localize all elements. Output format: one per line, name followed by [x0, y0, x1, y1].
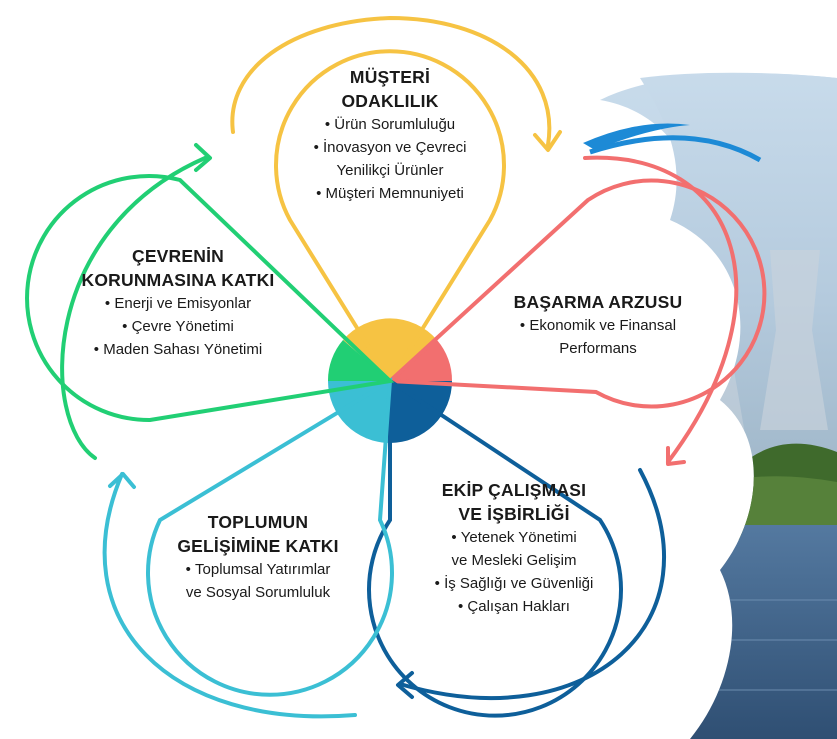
petal-customer-item: Müşteri Memnuniyeti [314, 182, 467, 205]
arrow-arc-customer [230, 15, 552, 147]
petal-customer-item-continued: Yenilikçi Ürünler [336, 162, 444, 179]
petal-environment-item: Çevre Yönetimi [82, 315, 275, 338]
petal-achievement-item-continued: Performans [559, 340, 637, 357]
petal-society [146, 377, 394, 697]
arrow-arc-team [398, 468, 667, 701]
petal-society-item: Toplumsal Yatırımlar [177, 558, 338, 581]
petal-society-title-line1: TOPLUMUN [207, 512, 309, 532]
petal-environment-title-line1: ÇEVRENİN [131, 246, 225, 266]
petal-team-item: İş Sağlığı ve Güvenliği [435, 572, 593, 595]
petal-environment-text: ÇEVRENİN KORUNMASINA KATKI Enerji ve Emi… [82, 244, 275, 361]
petal-environment [25, 174, 395, 423]
petal-society-text: TOPLUMUN GELİŞİMİNE KATKI Toplumsal Yatı… [177, 510, 338, 604]
arrow-arc-achievement [583, 155, 739, 464]
swoosh-accent [583, 123, 690, 150]
petal-team-text: EKİP ÇALIŞMASI VE İŞBİRLİĞİ Yetenek Yöne… [435, 478, 594, 618]
petal-team-item: Çalışan Hakları [435, 595, 594, 618]
petal-team-title-line1: EKİP ÇALIŞMASI [441, 480, 587, 500]
petal-environment-item: Enerji ve Emisyonlar [82, 292, 275, 315]
petal-achievement-text: BAŞARMA ARZUSU Ekonomik ve Finansal Perf… [514, 290, 683, 360]
petal-team [367, 377, 623, 718]
petals [25, 49, 767, 718]
petal-society-title-line2: GELİŞİMİNE KATKI [177, 536, 339, 556]
arrow-heads [108, 130, 686, 699]
petal-achievement [385, 178, 767, 409]
petal-environment-title-line2: KORUNMASINA KATKI [81, 270, 275, 290]
arrow-arc-society [102, 472, 357, 719]
arrow-arc-environment [60, 156, 207, 460]
petal-team-item-continued: ve Mesleki Gelişim [451, 552, 577, 569]
petal-achievement-item: Ekonomik ve Finansal [514, 314, 683, 337]
petal-customer-item: İnovasyon ve Çevreci [314, 136, 466, 159]
center-hub [327, 318, 453, 443]
petal-customer-text: MÜŞTERİ ODAKLILIK Ürün Sorumluluğu İnova… [314, 65, 467, 205]
petal-society-item-continued: ve Sosyal Sorumluluk [185, 584, 331, 601]
petal-customer-title-line2: ODAKLILIK [341, 91, 439, 111]
petal-team-title-line2: VE İŞBİRLİĞİ [458, 504, 570, 524]
petal-customer [274, 49, 506, 385]
petal-customer-title-line1: MÜŞTERİ [349, 67, 431, 87]
petal-achievement-title: BAŞARMA ARZUSU [513, 292, 683, 312]
petal-customer-item: Ürün Sorumluluğu [314, 113, 467, 136]
petal-team-item: Yetenek Yönetimi [435, 526, 594, 549]
cycle-arrows [60, 15, 739, 719]
petal-environment-item: Maden Sahası Yönetimi [82, 338, 275, 361]
